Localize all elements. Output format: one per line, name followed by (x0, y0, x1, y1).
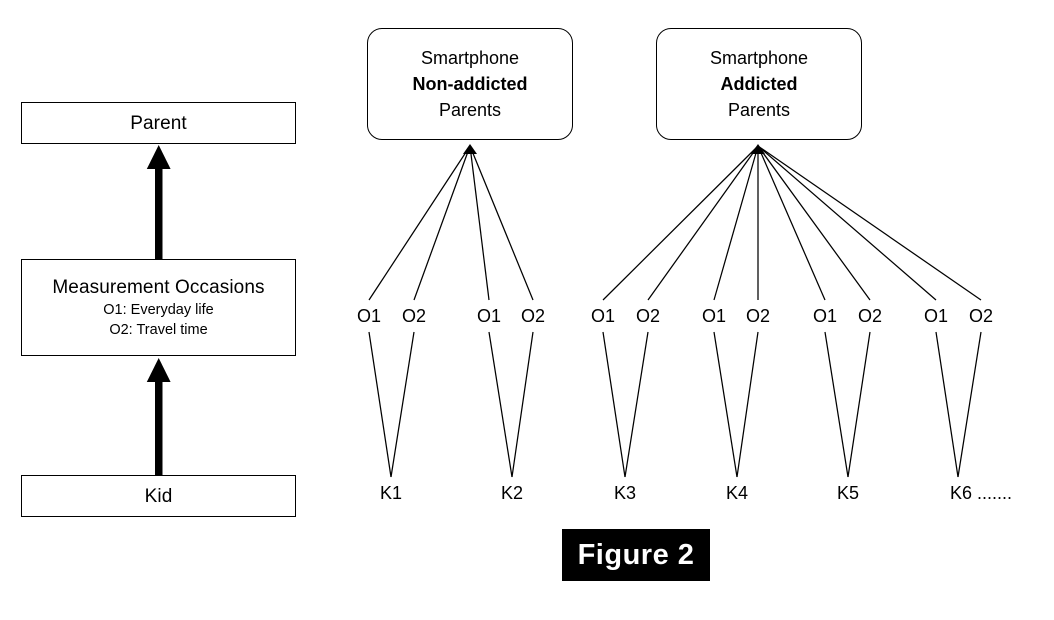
figure-caption: Figure 2 (562, 529, 710, 581)
arrow-kid-to-occasions (146, 358, 171, 475)
fan-addicted (602, 144, 982, 301)
fan-non-addicted (368, 144, 534, 301)
occasion-label-k1-o2: O2 (401, 306, 427, 326)
occasion-label-k5-o1: O1 (812, 306, 838, 326)
arrow-occasions-to-parent (146, 145, 171, 259)
level-box-subtitle-o1: O1: Everyday life (103, 302, 214, 318)
occasion-label-k4-o1: O1 (701, 306, 727, 326)
group-box-line-1: Smartphone (709, 48, 809, 68)
occasion-label-k3-o2: O2 (635, 306, 661, 326)
level-box-parent: Parent (21, 102, 296, 144)
occasion-label-k2-o1: O1 (476, 306, 502, 326)
level-box-title: Measurement Occasions (52, 277, 265, 298)
group-box-line-3: Parents (727, 100, 791, 120)
occasion-label-k4-o2: O2 (745, 306, 771, 326)
level-box-kid: Kid (21, 475, 296, 517)
kid-label-k5: K5 (836, 483, 860, 503)
group-box-non-addicted-parents: Smartphone Non-addicted Parents (367, 28, 573, 140)
group-box-line-1: Smartphone (420, 48, 520, 68)
group-box-line-3: Parents (438, 100, 502, 120)
kid-label-k1: K1 (379, 483, 403, 503)
level-box-subtitle-o2: O2: Travel time (109, 322, 208, 338)
occasion-label-k6-o2: O2 (968, 306, 994, 326)
v-connectors-kids (368, 331, 982, 478)
occasion-label-k1-o1: O1 (356, 306, 382, 326)
kid-label-k4: K4 (725, 483, 749, 503)
level-box-measurement-occasions: Measurement Occasions O1: Everyday life … (21, 259, 296, 356)
level-box-title: Parent (130, 112, 187, 134)
kid-label-k6: K6 ....... (949, 483, 1013, 503)
group-box-line-2: Non-addicted (412, 74, 528, 94)
occasion-label-k3-o1: O1 (590, 306, 616, 326)
group-box-addicted-parents: Smartphone Addicted Parents (656, 28, 862, 140)
level-box-title: Kid (144, 485, 173, 507)
occasion-label-k2-o2: O2 (520, 306, 546, 326)
occasion-label-k5-o2: O2 (857, 306, 883, 326)
kid-label-k3: K3 (613, 483, 637, 503)
group-box-line-2: Addicted (720, 74, 798, 94)
occasion-label-k6-o1: O1 (923, 306, 949, 326)
kid-label-k2: K2 (500, 483, 524, 503)
